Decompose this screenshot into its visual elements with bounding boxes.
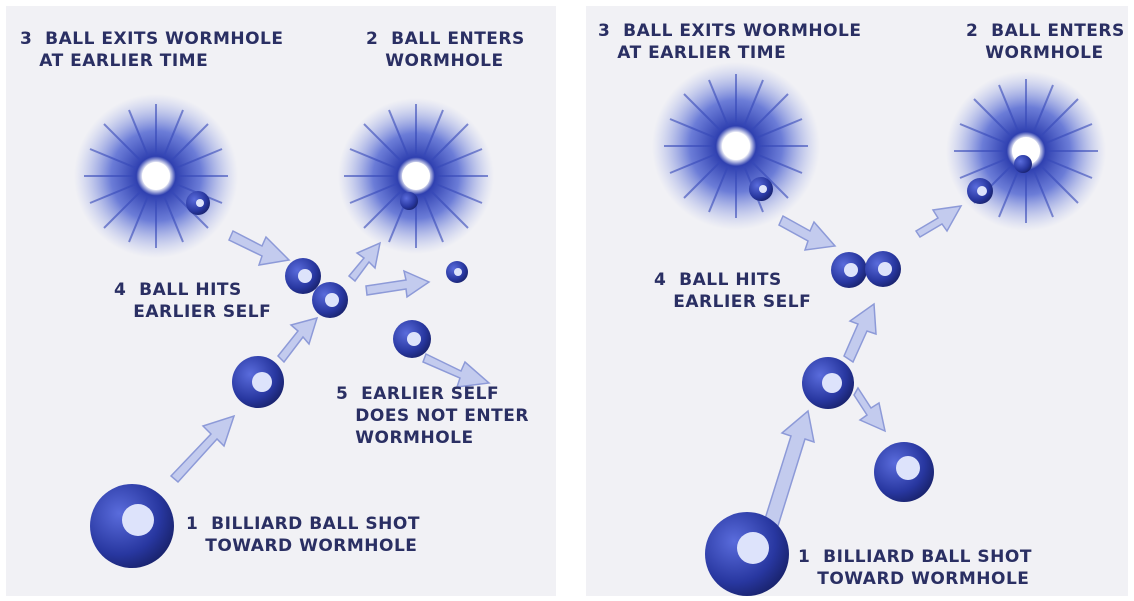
wormhole-entrance <box>338 98 494 254</box>
wormhole-entrance <box>946 71 1106 231</box>
ball-start <box>90 484 174 568</box>
arrow-from-exit <box>779 216 835 250</box>
ball-exiting <box>186 191 210 215</box>
ball-entering <box>1014 155 1032 173</box>
scenario-panel-left: 3 BALL EXITS WORMHOLE AT EARLIER TIME 2 … <box>6 6 556 596</box>
label-ball-shot: 1 BILLIARD BALL SHOT TOWARD WORMHOLE <box>798 546 1032 590</box>
arrow-deflect <box>366 271 429 297</box>
label-ball-hits: 4 BALL HITS EARLIER SELF <box>114 279 271 323</box>
label-ball-shot: 1 BILLIARD BALL SHOT TOWARD WORMHOLE <box>186 513 420 557</box>
ball-near-entrance <box>967 178 993 204</box>
scenario-panel-right: 3 BALL EXITS WORMHOLE AT EARLIER TIME 2 … <box>586 6 1128 596</box>
arrow-earlier-self <box>854 388 885 431</box>
ball-exiting <box>749 177 773 201</box>
wormhole-exit <box>74 94 238 258</box>
arrow-to-entrance <box>349 243 380 281</box>
label-ball-enters: 2 BALL ENTERS WORMHOLE <box>366 28 525 72</box>
ball-later-self <box>285 258 321 294</box>
ball-deflected <box>446 261 468 283</box>
ball-earlier-self-collision <box>312 282 348 318</box>
ball-start <box>705 512 789 596</box>
label-earlier-self: 5 EARLIER SELF DOES NOT ENTER WORMHOLE <box>336 383 529 449</box>
label-ball-enters: 2 BALL ENTERS WORMHOLE <box>966 20 1125 64</box>
ball-later-self <box>831 252 867 288</box>
ball-midflight <box>232 356 284 408</box>
arrow-to-collision <box>844 304 876 362</box>
label-ball-hits: 4 BALL HITS EARLIER SELF <box>654 269 811 313</box>
label-ball-exits: 3 BALL EXITS WORMHOLE AT EARLIER TIME <box>598 20 862 64</box>
arrow-to-collision <box>278 318 317 362</box>
arrow-to-entrance <box>916 206 961 237</box>
ball-entering <box>400 192 418 210</box>
arrow-shot <box>171 416 234 482</box>
label-ball-exits: 3 BALL EXITS WORMHOLE AT EARLIER TIME <box>20 28 284 72</box>
ball-earlier-self-collision <box>865 251 901 287</box>
wormhole-exit <box>652 62 820 230</box>
ball-earlier-self-away <box>393 320 431 358</box>
ball-midflight <box>802 357 854 409</box>
arrow-from-exit <box>229 231 289 265</box>
ball-deflected <box>874 442 934 502</box>
